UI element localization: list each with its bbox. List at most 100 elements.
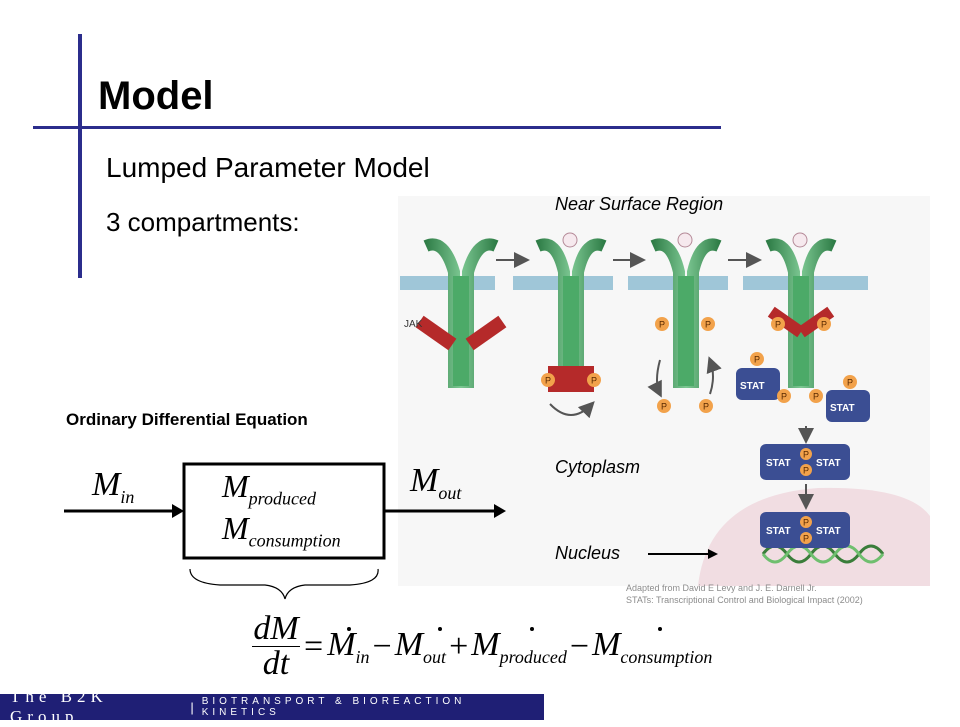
phospho-dot	[699, 399, 713, 413]
ligand	[562, 232, 578, 248]
phospho-label: P	[591, 376, 597, 386]
m-symbol: M	[222, 468, 249, 504]
phospho-dot	[701, 317, 715, 331]
receptor	[650, 238, 722, 388]
jak-stat-illustration: JAK STAT STAT STAT STAT STAT	[398, 196, 930, 586]
phospho-label: P	[659, 320, 665, 330]
subtitle: Lumped Parameter Model	[106, 152, 430, 183]
m-subscript: out	[438, 482, 462, 503]
phospho-label: P	[813, 392, 819, 402]
phospho-dot	[817, 317, 831, 331]
stat-protein	[736, 368, 780, 400]
stat-dimer	[760, 512, 850, 548]
compartments-label: 3 compartments:	[106, 207, 300, 237]
m-out-label: Mout	[410, 462, 461, 504]
term-m-in: Min	[327, 626, 369, 668]
jak-kinase	[797, 306, 835, 338]
m-subscript: produced	[499, 646, 567, 667]
phospho-dot	[800, 532, 812, 544]
m-subscript: in	[355, 646, 370, 667]
phospho-label: P	[821, 320, 827, 330]
m-subscript: consumption	[248, 530, 341, 551]
phospho-label: P	[661, 402, 667, 412]
m-symbol: M	[410, 462, 439, 499]
ligand	[677, 232, 693, 248]
phospho-dot	[800, 516, 812, 528]
phospho-dot	[843, 375, 857, 389]
slide-title: Model	[98, 74, 214, 118]
phospho-dot	[800, 448, 812, 460]
phospho-label: P	[803, 534, 809, 544]
phospho-label: P	[754, 355, 760, 365]
jak-kinase	[767, 306, 805, 338]
jak-kinase	[548, 366, 594, 392]
phospho-dot	[587, 373, 601, 387]
footer-tagline: BIOTRANSPORT & BIOREACTION KINETICS	[201, 696, 466, 718]
phospho-label: P	[545, 376, 551, 386]
step-arrow	[647, 359, 662, 398]
stat-protein	[826, 390, 870, 422]
m-dot-symbol: M	[394, 625, 424, 663]
m-dot-symbol: M	[471, 625, 500, 663]
stat-label: STAT	[766, 458, 791, 469]
equals-sign: =	[304, 627, 324, 665]
phospho-dot	[657, 399, 671, 413]
footer-brand: The B2K Group	[10, 687, 108, 726]
phospho-dot	[777, 389, 791, 403]
jak-label: JAK	[404, 319, 423, 330]
stat-dimer	[760, 444, 850, 480]
stat-label: STAT	[830, 403, 855, 414]
m-in-label: Min	[92, 466, 134, 508]
m-symbol: M	[222, 510, 249, 546]
footer-separator: |	[190, 699, 194, 715]
ligand	[792, 232, 808, 248]
m-dot-symbol: M	[327, 625, 356, 663]
ode-heading: Ordinary Differential Equation	[66, 410, 308, 429]
stat-label: STAT	[816, 458, 841, 469]
m-consumption-label: Mconsumption	[222, 510, 341, 551]
nucleus-label: Nucleus	[555, 543, 621, 563]
phospho-dot	[655, 317, 669, 331]
stat-label: STAT	[816, 526, 841, 537]
phospho-label: P	[803, 466, 809, 476]
m-dot-symbol: M	[592, 625, 621, 663]
brace	[189, 568, 379, 600]
title-vertical-rule	[78, 34, 82, 278]
cytoplasm-label: Cytoplasm	[555, 457, 641, 477]
minus-sign: −	[569, 627, 590, 665]
credit-line: STATs: Transcriptional Control and Biolo…	[626, 595, 863, 605]
title-horizontal-rule	[33, 126, 721, 129]
term-m-produced: Mproduced	[471, 626, 567, 668]
m-subscript: in	[120, 486, 135, 507]
cycle-arrow	[549, 401, 595, 419]
fraction-numerator: dM	[253, 610, 299, 647]
phospho-label: P	[705, 320, 711, 330]
dna-strand	[761, 544, 885, 564]
receptor	[423, 238, 499, 388]
phospho-label: P	[775, 320, 781, 330]
time-derivative-dots	[347, 627, 662, 631]
term-m-consumption: Mconsumption	[592, 626, 712, 668]
phospho-label: P	[803, 518, 809, 528]
phospho-label: P	[703, 402, 709, 412]
stat-label: STAT	[740, 381, 765, 392]
footer-bar: The B2K Group | BIOTRANSPORT & BIOREACTI…	[0, 687, 544, 726]
derivative-fraction: dM dt	[252, 612, 300, 681]
phospho-dot	[541, 373, 555, 387]
fraction-denominator: dt	[262, 645, 290, 682]
plus-sign: +	[449, 627, 469, 665]
phospho-label: P	[847, 378, 853, 388]
near-surface-label: Near Surface Region	[555, 194, 724, 214]
jak-kinase	[465, 315, 507, 351]
mass-balance-equation: dM dt = Min − Mout + Mproduced − Mconsum…	[252, 612, 712, 681]
m-symbol: M	[92, 466, 121, 503]
stat-label: STAT	[766, 526, 791, 537]
m-subscript: produced	[248, 488, 316, 509]
step-arrow	[706, 356, 722, 395]
outflow-arrowhead	[494, 504, 506, 518]
phospho-dot	[800, 464, 812, 476]
phospho-label: P	[803, 450, 809, 460]
credit-line: Adapted from David E Levy and J. E. Darn…	[626, 583, 817, 593]
inflow-arrowhead	[172, 504, 184, 518]
compartment-box-diagram	[64, 462, 506, 600]
